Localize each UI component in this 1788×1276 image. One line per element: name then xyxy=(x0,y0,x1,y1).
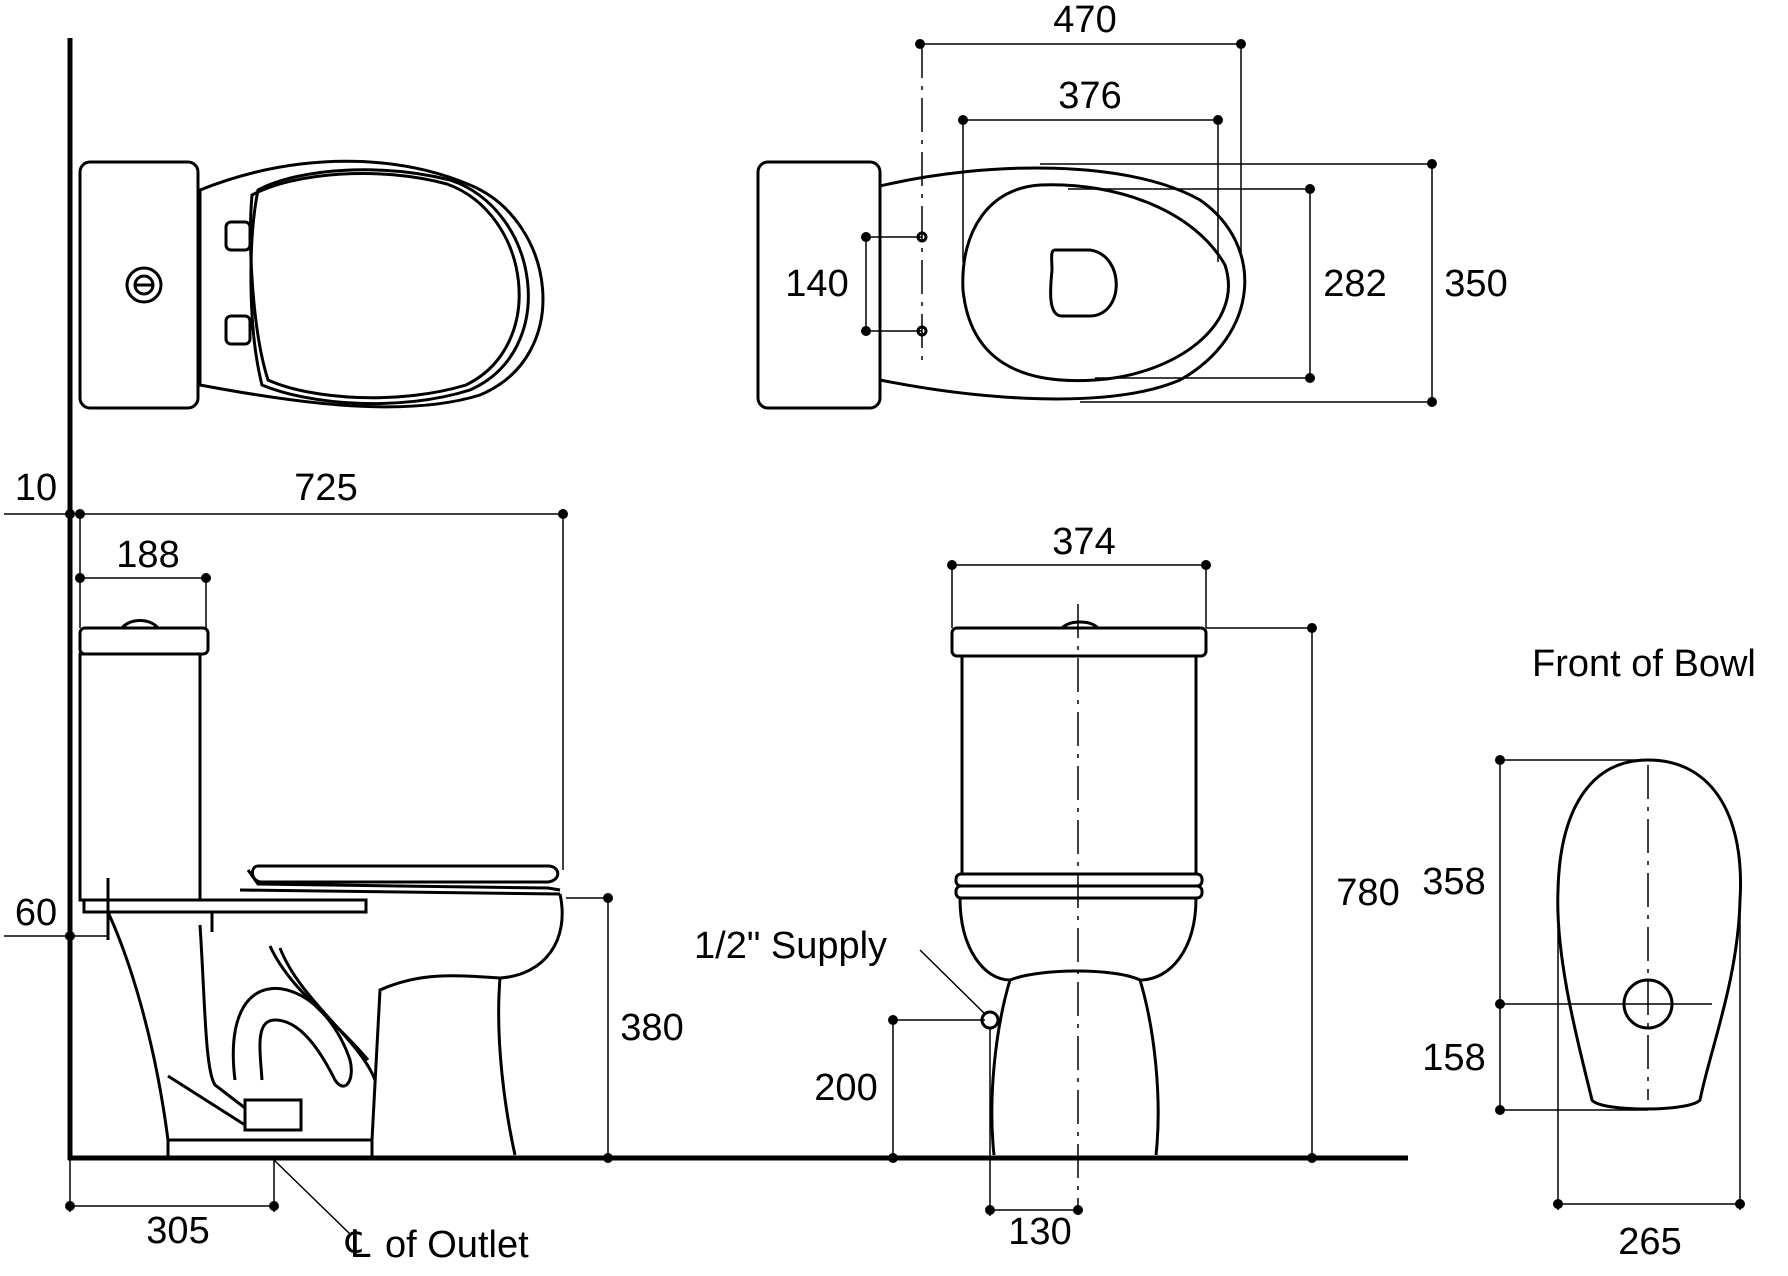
dim-780: 780 xyxy=(1336,872,1399,914)
dim-374: 374 xyxy=(1052,521,1115,563)
bowl-front-curve xyxy=(106,911,170,1141)
front-view: 1/2" Supply 374 780 200 130 xyxy=(694,521,1400,1253)
dim-158: 158 xyxy=(1422,1037,1485,1079)
trapway-outline xyxy=(198,924,246,1110)
top-view-seat-closed xyxy=(78,159,545,410)
dim-358: 358 xyxy=(1422,861,1485,903)
bowl-back-curve xyxy=(497,893,564,1156)
seat-lid-outline xyxy=(251,864,560,884)
dim-376: 376 xyxy=(1058,75,1121,117)
bowl-front-outline xyxy=(958,897,1198,982)
dim-725: 725 xyxy=(294,467,357,509)
bowl-rim-outline xyxy=(961,183,1230,383)
supply-label: 1/2" Supply xyxy=(694,925,887,967)
tank-top-outline xyxy=(78,160,200,410)
dim-265: 265 xyxy=(1618,1221,1681,1263)
wall-and-floor xyxy=(67,38,1408,1161)
tank-top-outline xyxy=(756,160,882,410)
tank-body-outline xyxy=(78,652,202,902)
flush-button-icon xyxy=(125,266,163,304)
front-of-bowl-view: Front of Bowl 358 158 265 xyxy=(1422,643,1756,1263)
hinge-icon xyxy=(224,220,252,252)
outlet-label: of Outlet xyxy=(385,1224,529,1266)
dim-140: 140 xyxy=(785,263,848,305)
hinge-icon xyxy=(224,314,252,346)
front-of-bowl-title: Front of Bowl xyxy=(1532,643,1756,685)
bowl-footprint-outline xyxy=(1556,758,1743,1111)
seat-cover-outline xyxy=(249,168,530,406)
tank-lid-outline xyxy=(78,626,210,656)
dim-282: 282 xyxy=(1323,263,1386,305)
tank-body-outline xyxy=(960,654,1198,876)
dim-130: 130 xyxy=(1008,1211,1071,1253)
dim-350: 350 xyxy=(1444,263,1507,305)
top-view-bowl: 470 376 140 282 350 xyxy=(756,0,1508,410)
tank-lid-outline xyxy=(950,626,1208,658)
dim-200: 200 xyxy=(814,1067,877,1109)
dim-60: 60 xyxy=(15,892,57,934)
tank-base-plate xyxy=(82,898,368,914)
dim-470: 470 xyxy=(1053,0,1116,41)
dim-10: 10 xyxy=(15,467,57,509)
seat-lid-outline xyxy=(954,872,1204,888)
bowl-top-outline xyxy=(879,166,1247,401)
bowl-top-outline xyxy=(198,159,545,409)
dim-305: 305 xyxy=(146,1210,209,1252)
dim-188: 188 xyxy=(116,534,179,576)
side-view: 10 725 188 60 380 305 ℄ of Outlet xyxy=(4,467,684,1266)
outlet-horn xyxy=(243,1098,303,1132)
centerline-symbol: ℄ xyxy=(345,1224,371,1266)
bowl-opening-outline xyxy=(1049,248,1118,318)
dim-380: 380 xyxy=(620,1007,683,1049)
